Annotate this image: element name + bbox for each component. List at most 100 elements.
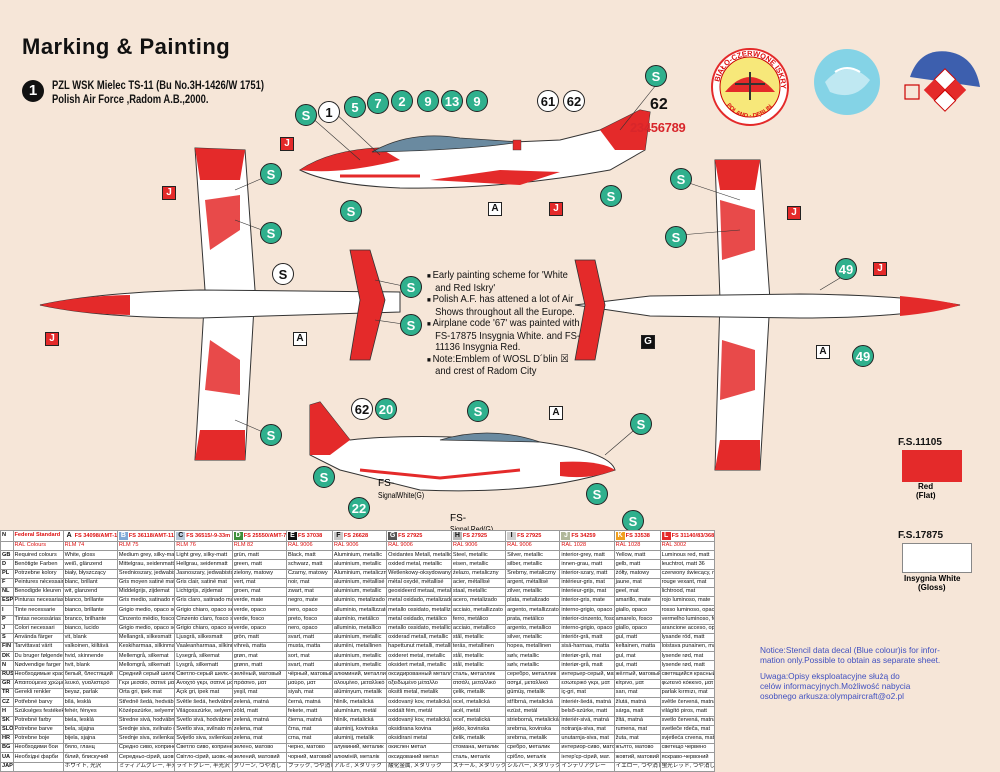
table-cell: Potrzebne kolory (12, 568, 64, 579)
table-cell: 酸化金属, メタリック (386, 761, 452, 772)
table-cell: Grigio chiaro, opaco seta (174, 605, 233, 616)
table-cell: aluminij, kovinska (331, 724, 388, 735)
fs-code: FS 34259 (571, 532, 596, 539)
table-cell: Ανοιχτό γκρι, σατινέ ματ (174, 678, 233, 690)
table-cell: argent, métallisé (505, 577, 561, 588)
table-cell: stål, metallic (450, 660, 507, 671)
table-cell: ホワイト, 光沢 (62, 761, 118, 772)
table-cell: geoxideerd metaal, metallic (386, 586, 452, 598)
ral-code: RLM 76 (174, 540, 233, 552)
table-cell: чёрный, матовый (285, 669, 333, 680)
table-cell: grön, matt (231, 632, 287, 644)
table-cell: žltá, matná (613, 715, 661, 726)
table-cell: lysende rød, mat (659, 651, 716, 662)
table-cell: Lysegrå, silkemat (174, 651, 233, 662)
table-cell: hvit, blank (62, 660, 118, 671)
table-cell: srebrna, kovinska (505, 724, 561, 735)
emblems: BIAŁO-CZERWONE ISKRY POLAND · DĘBLIN (711, 48, 980, 126)
color-letter-swatch: J (561, 531, 571, 540)
fs-white-sub: SignalWhite(G) (378, 491, 425, 500)
table-cell: interior-gris, mate (559, 596, 615, 607)
table-cell: bianco, brillante (62, 605, 118, 616)
table-cell: argento, metallico (505, 623, 561, 634)
table-cell: green, matt (231, 559, 287, 570)
table-cell: bijela, sjajna (62, 733, 118, 745)
callout-s: S (600, 185, 622, 207)
notice-line: Notice:Stencil data decal (Blue colour)i… (760, 645, 940, 655)
table-cell: vert, mat (231, 577, 287, 588)
table-cell: алуминий, металик (331, 743, 388, 754)
callout-j: J (45, 332, 59, 346)
table-cell: Необходимые краски (12, 669, 64, 680)
table-cell: Potřebné barvy (12, 697, 64, 708)
table-cell: oxidovaný kov, metalická (386, 715, 452, 726)
color-letter-swatch: I (507, 531, 517, 540)
table-cell: Középszürke, selyemmatt (116, 706, 176, 717)
table-cell: I (0, 605, 14, 616)
table-cell: lichtrood, mat (659, 586, 716, 598)
notice-line: celów informacyjnych.Możliwość nabycia (760, 681, 911, 691)
table-cell: жёлтый, матовый (613, 669, 661, 680)
table-cell: κίτρινο, ματ (613, 678, 661, 690)
aircraft-designation: PZL WSK Mielec TS-11 (Bu No.3H-1426/W 17… (52, 80, 265, 92)
table-cell: Średnioszary, jedwabisto-matowy (116, 568, 176, 579)
table-cell: сребро, металик (505, 743, 561, 754)
table-cell: Black, matt (285, 550, 333, 561)
callout-s: S (260, 424, 282, 446)
fs-code: FS 27925 (462, 532, 488, 539)
table-cell: iç-gri, mat (559, 687, 615, 699)
table-cell: verde, mate (231, 596, 287, 607)
callout-s: S (622, 510, 644, 532)
table-cell: verde, opaco (231, 623, 287, 634)
table-cell: žuta, mat (613, 733, 661, 745)
table-cell: Середньо-сірий, шовк.-мат. (116, 752, 176, 763)
table-cell: acél, metál (450, 706, 507, 717)
table-cell: TR (0, 687, 14, 699)
ral-code: RAL 9006 (450, 540, 507, 552)
table-cell: metal oxidado, metalizado (386, 596, 452, 607)
table-cell: alumínium, metál (331, 706, 388, 717)
table-cell: acero, metalizado (450, 596, 507, 607)
callout-s: S (586, 483, 608, 505)
table-cell: prata, metálico (505, 614, 561, 625)
table-cell: Cinzento médio, fosco sedoso (116, 614, 176, 625)
table-cell: sárga, matt (613, 706, 661, 717)
table-cell: Gris clair, satiné mat (174, 577, 233, 588)
table-cell: sisä-harmaa, matta (559, 642, 615, 653)
table-cell: métal oxydé, métallisé (386, 577, 452, 588)
fs-code: FS 34098/AMT-12 (74, 532, 118, 539)
table-cell: Středně šedá, hedvábně matná (116, 697, 176, 708)
table-cell: RUS (0, 669, 14, 680)
table-cell: alluminio, metallizzato (331, 605, 388, 616)
side-view-lower (309, 401, 616, 492)
table-cell: amarelo, fosco (613, 614, 661, 625)
table-cell: Nødvendige farger (12, 660, 64, 671)
table-cell: ferro, metálico (450, 614, 507, 625)
table-cell: Du bruger følgende farver (12, 651, 64, 662)
callout-5: 5 (344, 96, 366, 118)
table-cell: innen-grau, matt (559, 559, 615, 570)
table-cell: Potrebne boje (12, 733, 64, 745)
table-cell: Необхідні фарби (12, 752, 64, 763)
table-cell: interior-cinzento, fosco (559, 614, 615, 625)
table-cell: oxidovaný kov, metalická (386, 697, 452, 708)
table-cell: silber, metallic (505, 559, 561, 570)
ral-code: RLM 75 (116, 540, 176, 552)
table-cell: Hellgrau, seidenmatt (174, 559, 233, 570)
table-cell: alumínio, metálico (331, 614, 388, 625)
color-letter-swatch: C (176, 531, 186, 540)
table-cell: staal, metallic (450, 586, 507, 598)
table-cell: Luminous red, matt (659, 550, 716, 561)
table-cell: сталь, металік (450, 752, 507, 763)
table-cell: parlak kırmızı, mat (659, 687, 716, 699)
table-cell: イエロー, つや消し (613, 761, 661, 772)
table-cell: černá, matná (285, 697, 333, 708)
table-cell: Světle šedá, hedvábně matná (174, 697, 233, 708)
table-cell: intérieur-gris, mat (559, 577, 615, 588)
swatch-red-name: Red (918, 482, 934, 491)
table-cell: zöld, matt (231, 706, 287, 717)
